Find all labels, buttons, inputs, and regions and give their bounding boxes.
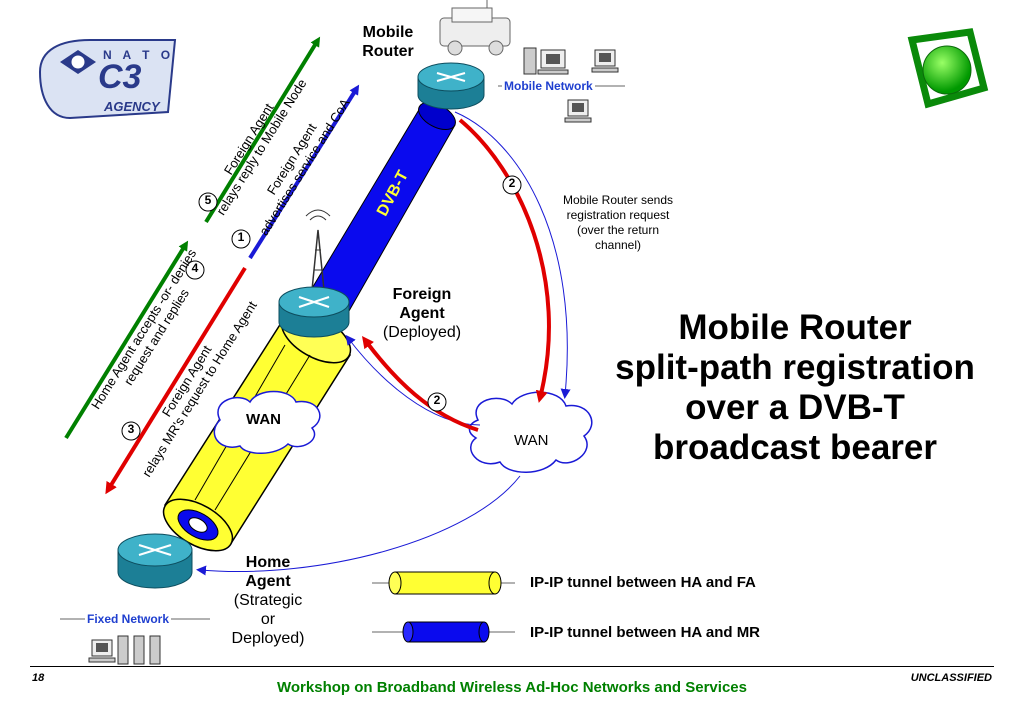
wan-cloud-left xyxy=(213,390,321,454)
page-number: 18 xyxy=(32,672,45,684)
slide-title: Mobile Router split-path registration ov… xyxy=(590,308,1000,468)
title-line: over a DVB-T xyxy=(685,388,905,427)
home-agent-label-line: or xyxy=(260,611,276,628)
mobile-router-label-line: Mobile xyxy=(362,24,414,41)
step-number: 3 xyxy=(127,422,135,436)
footer-workshop-title: Workshop on Broadband Wireless Ad-Hoc Ne… xyxy=(277,679,747,696)
mobile-router-label: Mobile Router xyxy=(348,23,428,61)
foreign-agent-label-line: (Deployed) xyxy=(382,324,462,341)
home-agent-label-line: Agent xyxy=(245,573,291,590)
foreign-agent-label: Foreign Agent (Deployed) xyxy=(372,285,472,342)
legend-blue-tunnel xyxy=(372,621,515,643)
nato-c3-agency-logo xyxy=(38,39,177,120)
vehicle-icon xyxy=(439,0,511,56)
step-number: 4 xyxy=(191,261,199,275)
legend-yellow-tunnel xyxy=(372,571,515,595)
step2-description: Mobile Router sends registration request… xyxy=(548,193,688,253)
step2-line: registration request xyxy=(566,208,670,222)
classification-label: UNCLASSIFIED xyxy=(910,672,992,684)
step2-line: channel) xyxy=(594,238,642,252)
mobile-network-label: Mobile Network xyxy=(502,79,595,93)
fixed-network-label: Fixed Network xyxy=(85,612,172,626)
mobile-router-icon xyxy=(417,62,485,110)
step2-line: (over the return xyxy=(576,223,660,237)
fixed-hosts-icon xyxy=(88,635,161,665)
computer-icon xyxy=(591,49,619,73)
green-ball-logo xyxy=(907,28,989,109)
home-agent-label-line: Home xyxy=(245,554,291,571)
logo-agency-text: AGENCY xyxy=(104,99,160,114)
title-line: split-path registration xyxy=(615,348,975,387)
mobile-router-label-line: Router xyxy=(362,43,414,60)
footer-divider xyxy=(30,666,994,667)
legend-blue-label: IP-IP tunnel between HA and MR xyxy=(530,624,761,641)
computer-icon xyxy=(564,99,592,123)
step-number: 5 xyxy=(204,193,212,207)
wan-label-left: WAN xyxy=(246,411,281,428)
workstation-icon xyxy=(523,47,569,75)
home-agent-label-line: Deployed) xyxy=(231,630,305,647)
foreign-agent-label-line: Foreign xyxy=(392,286,452,303)
title-line: Mobile Router xyxy=(678,308,912,347)
home-agent-label: Home Agent (Strategic or Deployed) xyxy=(218,553,318,648)
title-line: broadcast bearer xyxy=(652,428,938,467)
wan-label-right: WAN xyxy=(514,432,549,449)
step-number: 1 xyxy=(237,230,245,244)
foreign-agent-router-icon xyxy=(278,286,350,338)
logo-nato-text: N A T O xyxy=(103,48,175,62)
step-number: 2 xyxy=(433,393,441,407)
logo-c3-text: C3 xyxy=(98,58,142,96)
foreign-agent-label-line: Agent xyxy=(399,305,445,322)
home-agent-router-icon xyxy=(117,533,193,589)
wan-cloud-right xyxy=(468,391,593,473)
legend-yellow-label: IP-IP tunnel between HA and FA xyxy=(530,574,756,591)
step2-line: Mobile Router sends xyxy=(562,193,674,207)
home-agent-label-line: (Strategic xyxy=(233,592,303,609)
step-number: 2 xyxy=(508,176,516,190)
